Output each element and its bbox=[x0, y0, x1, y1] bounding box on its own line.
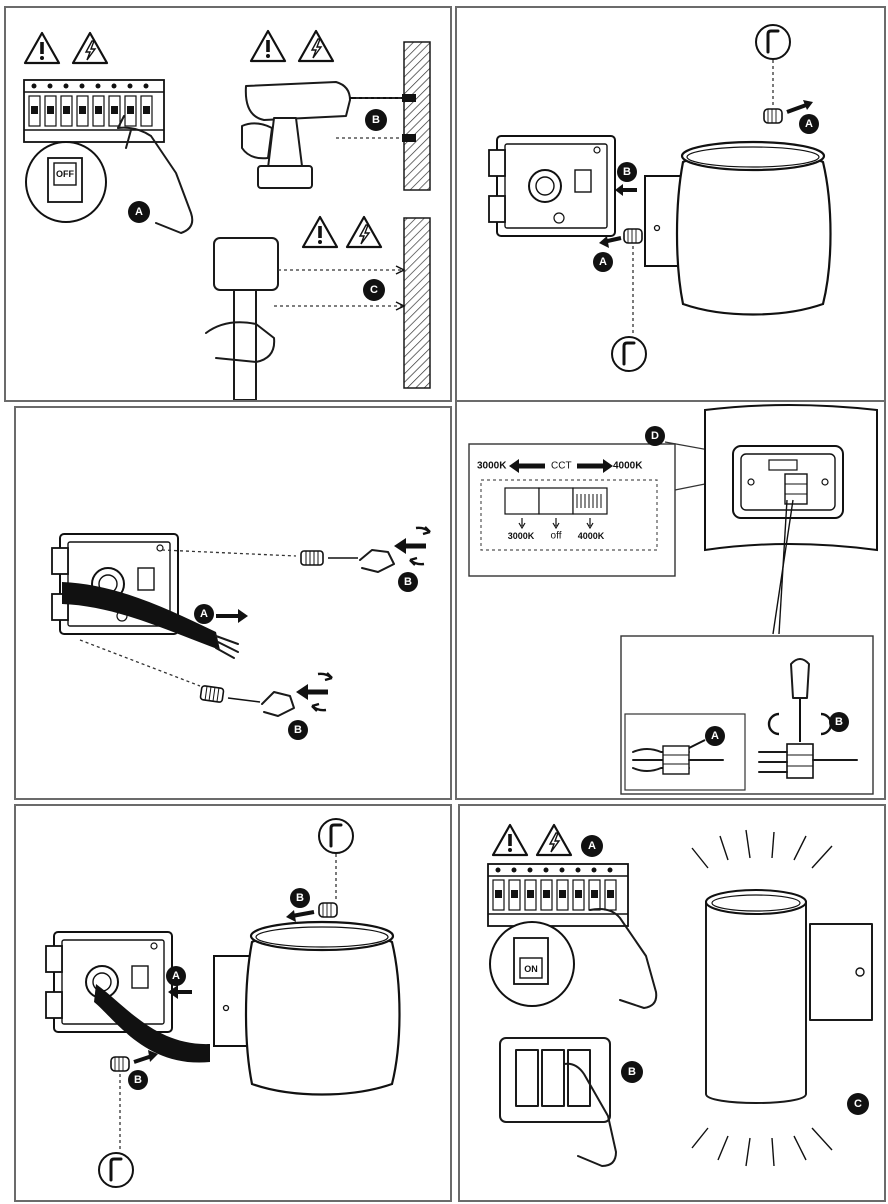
svg-text:A: A bbox=[805, 118, 813, 130]
screwdriver-icon bbox=[360, 550, 394, 572]
cct-switch bbox=[505, 488, 607, 514]
hex-key-icon bbox=[756, 25, 790, 59]
step-2-illustration: A B A bbox=[457, 8, 886, 402]
svg-text:A: A bbox=[172, 970, 180, 982]
warning-icon bbox=[303, 217, 337, 247]
hammer-icon bbox=[206, 238, 278, 400]
svg-text:B: B bbox=[294, 724, 302, 736]
hand-icon bbox=[118, 128, 192, 233]
wall-plug bbox=[301, 551, 323, 565]
step-5-illustration: B A B bbox=[16, 806, 452, 1202]
svg-text:A: A bbox=[200, 608, 208, 620]
breaker-panel bbox=[488, 864, 628, 926]
terminal-block bbox=[663, 746, 689, 774]
warning-icon bbox=[25, 33, 59, 63]
step-6-panel: A ON B C bbox=[458, 804, 886, 1202]
svg-text:B: B bbox=[623, 166, 631, 178]
step-4-illustration: D 3000K CCT 4000K 3000K off 4000K bbox=[457, 402, 886, 800]
svg-text:A: A bbox=[135, 206, 143, 218]
screwdriver-icon bbox=[262, 692, 294, 716]
svg-text:B: B bbox=[134, 1074, 142, 1086]
light-switch bbox=[500, 1038, 610, 1122]
switch-pos-4000k: 4000K bbox=[578, 531, 605, 541]
wall-hatched bbox=[404, 218, 430, 388]
rotate-icon bbox=[394, 527, 430, 565]
cct-left-temp: 3000K bbox=[477, 461, 507, 472]
svg-text:B: B bbox=[835, 716, 843, 728]
step-5-panel: B A B bbox=[14, 804, 452, 1202]
screwdriver-icon bbox=[791, 659, 809, 698]
svg-text:B: B bbox=[372, 114, 380, 126]
step-1-panel: OFF A B C bbox=[4, 6, 452, 402]
electric-hazard-icon bbox=[537, 825, 571, 855]
lamp-back-view bbox=[705, 405, 877, 550]
hex-key-icon bbox=[612, 337, 646, 371]
wall-hatched bbox=[404, 42, 430, 190]
grub-screw bbox=[111, 1057, 129, 1071]
svg-text:D: D bbox=[651, 430, 659, 442]
step-4-panel: D 3000K CCT 4000K 3000K off 4000K bbox=[455, 400, 886, 800]
electric-hazard-icon bbox=[73, 33, 107, 63]
electric-hazard-icon bbox=[347, 217, 381, 247]
rotate-icon bbox=[296, 673, 332, 711]
svg-text:C: C bbox=[370, 284, 378, 296]
svg-text:A: A bbox=[599, 256, 607, 268]
step-3-illustration: A B B bbox=[16, 408, 452, 800]
hex-key-icon bbox=[99, 1153, 133, 1187]
mounting-plate bbox=[489, 136, 615, 236]
step-3-panel: A B B bbox=[14, 406, 452, 800]
wall-plug bbox=[200, 686, 224, 703]
switch-pos-3000k: 3000K bbox=[508, 531, 535, 541]
breaker-on-label: ON bbox=[524, 964, 538, 974]
svg-text:A: A bbox=[588, 840, 596, 852]
svg-text:A: A bbox=[711, 730, 719, 742]
grub-screw bbox=[319, 903, 337, 917]
svg-text:B: B bbox=[628, 1066, 636, 1078]
wall-lamp bbox=[214, 922, 400, 1095]
switch-pos-off: off bbox=[551, 531, 562, 542]
mounting-plate bbox=[46, 932, 172, 1032]
cct-label: CCT bbox=[551, 461, 572, 472]
warning-icon bbox=[251, 31, 285, 61]
wall-lamp bbox=[645, 142, 831, 315]
cct-right-temp: 4000K bbox=[613, 461, 643, 472]
grub-screw bbox=[624, 229, 642, 243]
electric-hazard-icon bbox=[299, 31, 333, 61]
step-6-illustration: A ON B C bbox=[460, 806, 886, 1202]
terminal-block bbox=[787, 744, 813, 778]
step-2-panel: A B A bbox=[455, 6, 886, 402]
breaker-off-label: OFF bbox=[56, 169, 74, 179]
drill-icon bbox=[242, 82, 402, 188]
svg-text:C: C bbox=[854, 1098, 862, 1110]
step-1-illustration: OFF A B C bbox=[6, 8, 452, 402]
svg-text:B: B bbox=[296, 892, 304, 904]
hex-key-icon bbox=[319, 819, 353, 853]
svg-text:B: B bbox=[404, 576, 412, 588]
grub-screw bbox=[764, 109, 782, 123]
wall-lamp bbox=[706, 890, 872, 1103]
warning-icon bbox=[493, 825, 527, 855]
